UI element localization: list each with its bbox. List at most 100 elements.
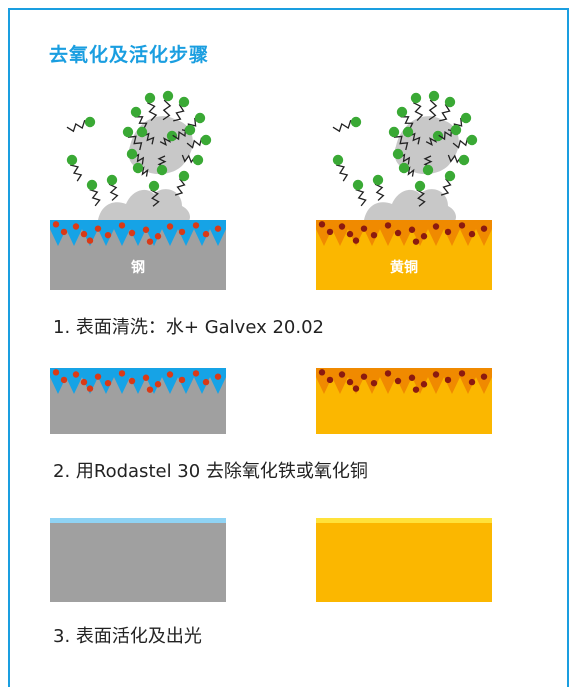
- grease-blob: [98, 189, 190, 222]
- oxide-particle: [420, 233, 428, 240]
- grease-blob: [364, 189, 456, 222]
- oxide-layer: [50, 368, 226, 394]
- oxide-particle: [338, 371, 346, 378]
- surfactant-head: [410, 92, 422, 104]
- step3-steel-panel: [50, 518, 226, 602]
- surfactant-head: [106, 174, 118, 186]
- oxide-particle: [118, 370, 126, 377]
- surfactant-head: [392, 148, 404, 160]
- oxide-particle: [60, 376, 68, 384]
- surfactant-head: [466, 134, 478, 146]
- oxide-particle: [346, 378, 354, 386]
- oxide-particle: [146, 386, 154, 393]
- oxide-particle: [318, 369, 326, 376]
- surfactant-head: [130, 106, 142, 118]
- oxide-particle: [326, 376, 334, 384]
- oxide-particle: [326, 228, 334, 236]
- surfactant-head: [422, 164, 434, 176]
- surfactant-head: [86, 179, 98, 191]
- surfactant-head: [156, 164, 168, 176]
- diagram-frame: [8, 8, 569, 687]
- oxide-particle: [128, 229, 136, 237]
- oxide-particle: [394, 377, 402, 385]
- oxide-particle: [94, 225, 102, 232]
- oxide-particle: [52, 221, 60, 228]
- oxide-particle: [338, 223, 346, 230]
- material-label: 钢: [131, 259, 145, 276]
- oxide-particle: [178, 228, 186, 236]
- oxide-particle: [432, 371, 440, 378]
- oxide-particle: [214, 373, 222, 380]
- oxide-particle: [352, 237, 360, 244]
- surfactant-head: [450, 124, 462, 136]
- oxide-particle: [178, 376, 186, 384]
- oxide-particle: [458, 370, 466, 377]
- oxide-particle: [444, 376, 452, 384]
- oxide-particle: [154, 381, 162, 388]
- oxide-particle: [86, 237, 94, 244]
- oxide-particle: [72, 371, 80, 378]
- diagram-title: 去氧化及活化步骤: [49, 44, 210, 66]
- substrate-block: [50, 518, 226, 602]
- oxide-particle: [52, 369, 60, 376]
- surfactant-head: [396, 106, 408, 118]
- oxide-particle: [214, 225, 222, 232]
- oxide-particle: [202, 230, 210, 238]
- surfactant-head: [122, 126, 134, 138]
- oxide-layer: [50, 220, 226, 246]
- oxide-particle: [94, 373, 102, 380]
- oxide-particle: [412, 386, 420, 393]
- step1-caption: 1. 表面清洗：水+ Galvex 20.02: [53, 317, 324, 338]
- surfactant-head: [444, 170, 456, 182]
- oxide-particle: [80, 378, 88, 386]
- oxide-particle: [412, 238, 420, 245]
- oxide-particle: [318, 221, 326, 228]
- oxide-particle: [360, 373, 368, 380]
- oxide-particle: [118, 222, 126, 229]
- oxide-particle: [444, 228, 452, 236]
- oxide-particle: [458, 222, 466, 229]
- surfactant-head: [200, 134, 212, 146]
- oxide-particle: [104, 379, 112, 387]
- oxide-particle: [80, 230, 88, 238]
- step2-brass-panel: [316, 368, 492, 434]
- oxide-particle: [370, 231, 378, 239]
- surfactant-head: [166, 130, 178, 142]
- surfactant-head: [388, 126, 400, 138]
- oxide-particle: [394, 229, 402, 237]
- surfactant-head: [458, 154, 470, 166]
- oxide-layer: [316, 368, 492, 394]
- surfactant-head: [432, 130, 444, 142]
- surfactant-head: [66, 154, 78, 166]
- oxide-particle: [420, 381, 428, 388]
- step1-steel-panel: 钢: [50, 90, 226, 290]
- oxide-particle: [346, 230, 354, 238]
- activated-surface-film: [316, 518, 492, 523]
- oxide-particle: [360, 225, 368, 232]
- surfactant-head: [414, 180, 426, 192]
- surfactant-head: [460, 112, 472, 124]
- oxide-particle: [142, 226, 150, 233]
- oxide-particle: [104, 231, 112, 239]
- oxide-particle: [352, 385, 360, 392]
- surfactant-head: [162, 90, 174, 102]
- step2-steel-panel: [50, 368, 226, 434]
- oxide-particle: [154, 233, 162, 240]
- surfactant-head: [178, 170, 190, 182]
- surfactant-head: [402, 126, 414, 138]
- oxide-particle: [166, 371, 174, 378]
- material-label: 黄铜: [390, 259, 418, 276]
- surfactant-head: [332, 154, 344, 166]
- step2-caption: 2. 用Rodastel 30 去除氧化铁或氧化铜: [53, 461, 368, 482]
- surfactant-head: [398, 162, 410, 174]
- oxide-particle: [60, 228, 68, 236]
- oxide-particle: [146, 238, 154, 245]
- surfactant-head: [372, 174, 384, 186]
- step1-brass-panel: 黄铜: [316, 90, 492, 290]
- surfactant-head: [428, 90, 440, 102]
- oxide-particle: [408, 374, 416, 381]
- activated-surface-film: [50, 518, 226, 523]
- oxide-particle: [128, 377, 136, 385]
- oxide-particle: [408, 226, 416, 233]
- surfactant-head: [178, 96, 190, 108]
